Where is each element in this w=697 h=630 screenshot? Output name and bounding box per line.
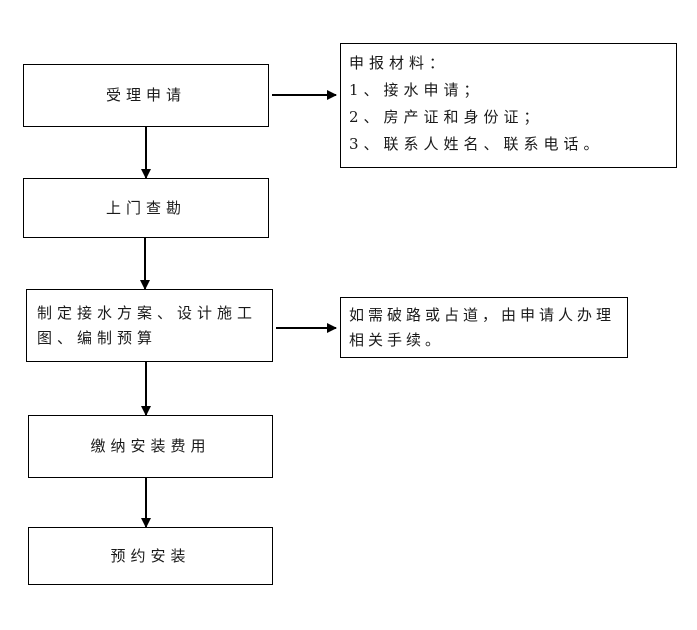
arrow-down-connector-plan-to-pay bbox=[145, 362, 147, 415]
arrow-down-connector-accept-to-survey bbox=[145, 127, 147, 178]
note-materials-item-1: 1、接水申请； bbox=[349, 81, 484, 99]
flow-node-pay-installation-fee: 缴纳安装费用 bbox=[28, 415, 273, 478]
arrow-down-connector-pay-to-schedule bbox=[145, 478, 147, 527]
arrow-down-connector-survey-to-plan bbox=[144, 238, 146, 289]
note-application-materials: 申报材料： 1、接水申请； 2、房产证和身份证； 3、联系人姓名、联系电话。 bbox=[340, 43, 677, 168]
note-materials-item-3: 3、联系人姓名、联系电话。 bbox=[349, 135, 604, 153]
flow-node-schedule-installation: 预约安装 bbox=[28, 527, 273, 585]
note-materials-item-2: 2、房产证和身份证； bbox=[349, 108, 544, 126]
arrow-right-connector-accept-to-materials bbox=[272, 94, 336, 96]
flow-node-plan-design-budget: 制定接水方案、设计施工图、编制预算 bbox=[26, 289, 273, 362]
flow-node-accept-application: 受理申请 bbox=[23, 64, 269, 127]
note-road-permits: 如需破路或占道，由申请人办理相关手续。 bbox=[340, 297, 628, 358]
arrow-right-connector-plan-to-road-note bbox=[276, 327, 336, 329]
note-materials-title: 申报材料： bbox=[349, 54, 450, 72]
flow-node-site-survey: 上门查勘 bbox=[23, 178, 269, 238]
